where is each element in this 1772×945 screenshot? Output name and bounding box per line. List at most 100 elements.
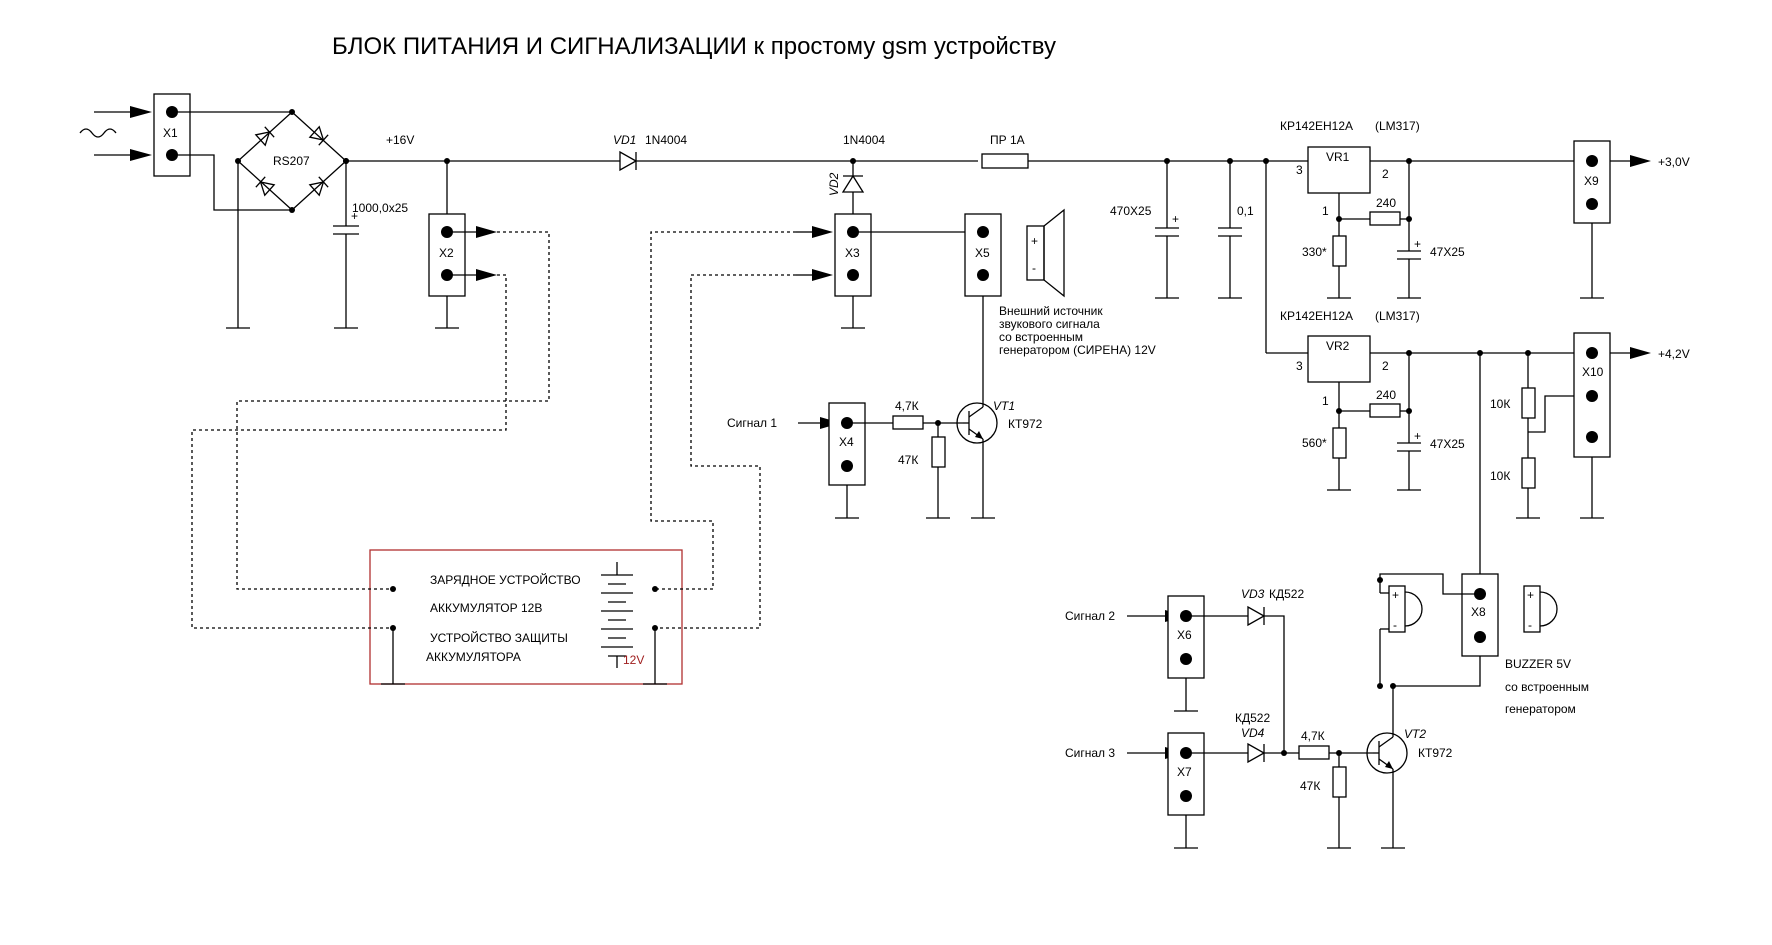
regulator-vr1: VR1 3 2 1 КР142ЕН12А (LM317) [1280, 119, 1420, 218]
svg-text:47К: 47К [1300, 779, 1320, 793]
svg-text:10К: 10К [1490, 397, 1510, 411]
resistor-240-a [1369, 211, 1401, 226]
resistor-560 [1332, 427, 1347, 459]
ac-input [79, 106, 152, 161]
svg-text:2: 2 [1382, 167, 1389, 181]
capacitor-470: + 470X25 [1110, 161, 1179, 299]
svg-text:4,7К: 4,7К [1301, 729, 1325, 743]
label-battery-12v: 12V [623, 653, 644, 667]
svg-text:2: 2 [1382, 359, 1389, 373]
svg-text:240: 240 [1376, 196, 1396, 210]
label-c1000: 1000,0x25 [352, 201, 408, 215]
label-vr2: VR2 [1326, 339, 1350, 353]
svg-text:47X25: 47X25 [1430, 245, 1465, 259]
svg-text:+: + [1527, 588, 1534, 602]
svg-text:+: + [1031, 234, 1038, 248]
svg-text:1N4004: 1N4004 [843, 133, 885, 147]
label-vd2: VD2 [827, 172, 841, 196]
label-buzzer: BUZZER 5V [1505, 657, 1571, 671]
resistor-10k-bottom [1521, 457, 1536, 489]
svg-text:+: + [1392, 588, 1399, 602]
label-vd3: VD3 [1241, 587, 1265, 601]
transistor-vt2: VT2 КТ972 [1366, 727, 1453, 774]
connector-x1: X1 [153, 93, 191, 177]
label-vd1: VD1 [613, 133, 636, 147]
svg-text:47К: 47К [898, 453, 918, 467]
svg-text:-: - [1032, 261, 1036, 275]
label-vd4: VD4 [1241, 726, 1265, 740]
svg-text:со встроенным: со встроенным [999, 330, 1083, 344]
svg-text:генератором: генератором [1505, 702, 1576, 716]
connector-x8: X8 [1461, 573, 1499, 657]
svg-text:+: + [1414, 429, 1421, 443]
svg-text:330*: 330* [1302, 245, 1327, 259]
label-vt1: VT1 [993, 399, 1015, 413]
svg-text:240: 240 [1376, 388, 1396, 402]
transistor-vt1: VT1 КТ972 [956, 399, 1043, 444]
svg-text:4,7К: 4,7К [895, 399, 919, 413]
label-x9: X9 [1584, 174, 1599, 188]
label-battery: АККУМУЛЯТОР 12В [430, 601, 542, 615]
svg-text:КД522: КД522 [1235, 711, 1270, 725]
label-x3: X3 [845, 246, 860, 260]
connector-x4: X4 [828, 402, 866, 486]
label-charger: ЗАРЯДНОЕ УСТРОЙСТВО [430, 572, 581, 587]
label-vr1: VR1 [1326, 150, 1350, 164]
svg-text:10К: 10К [1490, 469, 1510, 483]
svg-text:(LM317): (LM317) [1375, 119, 1420, 133]
svg-text:1: 1 [1322, 394, 1329, 408]
svg-text:1: 1 [1322, 204, 1329, 218]
svg-text:(LM317): (LM317) [1375, 309, 1420, 323]
label-x4: X4 [839, 435, 854, 449]
svg-text:3: 3 [1296, 359, 1303, 373]
resistor-240-b [1369, 403, 1401, 418]
label-signal-2: Сигнал 2 [1065, 609, 1115, 623]
schematic-title: БЛОК ПИТАНИЯ И СИГНАЛИЗАЦИИ к простому g… [332, 33, 1056, 60]
svg-text:+: + [351, 209, 358, 223]
svg-text:-: - [1528, 618, 1532, 632]
label-x2: X2 [439, 246, 454, 260]
label-kr2: КР142ЕН12А [1280, 309, 1353, 323]
capacitor-01: 0,1 [1218, 161, 1254, 299]
svg-text:1N4004: 1N4004 [645, 133, 687, 147]
label-protection-2: АККУМУЛЯТОРА [426, 650, 521, 664]
label-signal-1: Сигнал 1 [727, 416, 777, 430]
connector-x3: X3 [796, 213, 872, 297]
svg-text:КТ972: КТ972 [1008, 417, 1043, 431]
label-x10: X10 [1582, 365, 1604, 379]
diode-vd1: VD1 1N4004 [613, 133, 687, 172]
svg-text:генератором (СИРЕНА) 12V: генератором (СИРЕНА) 12V [999, 343, 1156, 357]
resistor-10k-top [1521, 387, 1536, 419]
label-16v: +16V [386, 133, 414, 147]
regulator-vr2: VR2 3 2 1 КР142ЕН12А (LM317) [1280, 309, 1420, 408]
label-fuse: ПР 1А [990, 133, 1025, 147]
svg-text:со встроенным: со встроенным [1505, 680, 1589, 694]
svg-text:3: 3 [1296, 163, 1303, 177]
connector-x5: X5 [964, 213, 1002, 297]
svg-text:560*: 560* [1302, 436, 1327, 450]
resistor-330 [1332, 235, 1347, 267]
label-c470: 470X25 [1110, 204, 1152, 218]
label-kr1: КР142ЕН12А [1280, 119, 1353, 133]
svg-text:+: + [1414, 237, 1421, 251]
connector-x10: X10 +4,2V [1573, 332, 1690, 458]
svg-text:КД522: КД522 [1269, 587, 1304, 601]
label-signal-3: Сигнал 3 [1065, 746, 1115, 760]
label-c01: 0,1 [1237, 204, 1254, 218]
label-siren-1: Внешний источник [999, 304, 1103, 318]
label-x6: X6 [1177, 628, 1192, 642]
label-x5: X5 [975, 246, 990, 260]
svg-text:КТ972: КТ972 [1418, 746, 1453, 760]
capacitor-1000: + 1000,0x25 [333, 161, 408, 329]
battery-block: ЗАРЯДНОЕ УСТРОЙСТВО АККУМУЛЯТОР 12В УСТР… [369, 549, 683, 685]
connector-x9: X9 +3,0V [1573, 140, 1690, 224]
resistor-47k-1 [931, 436, 946, 468]
diode-vd2: VD2 1N4004 [827, 133, 885, 226]
label-x8: X8 [1471, 605, 1486, 619]
siren-speaker: + - [1026, 208, 1065, 298]
buzzer-external: + - [1523, 585, 1558, 633]
svg-text:47X25: 47X25 [1430, 437, 1465, 451]
svg-text:-: - [1393, 618, 1397, 632]
bridge-rectifier-rs207: RS207 [235, 109, 349, 213]
